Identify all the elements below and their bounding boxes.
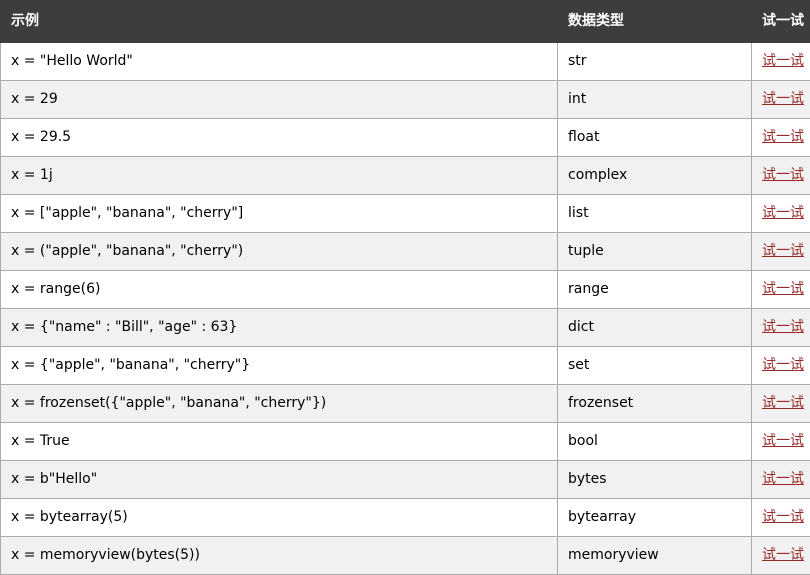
datatype-cell: list xyxy=(558,195,752,233)
tryit-link[interactable]: 试一试 xyxy=(762,471,804,487)
tryit-cell: 试一试 xyxy=(752,461,810,499)
table-header-row: 示例 数据类型 试一试 xyxy=(1,1,810,43)
tryit-link[interactable]: 试一试 xyxy=(762,509,804,525)
datatype-cell: dict xyxy=(558,309,752,347)
example-cell: x = memoryview(bytes(5)) xyxy=(1,537,558,575)
datatype-cell: frozenset xyxy=(558,385,752,423)
tryit-link[interactable]: 试一试 xyxy=(762,319,804,335)
example-cell: x = bytearray(5) xyxy=(1,499,558,537)
example-cell: x = range(6) xyxy=(1,271,558,309)
example-cell: x = "Hello World" xyxy=(1,43,558,81)
table-head: 示例 数据类型 试一试 xyxy=(1,1,810,43)
tryit-cell: 试一试 xyxy=(752,271,810,309)
table-row: x = ("apple", "banana", "cherry")tuple 试一… xyxy=(1,233,810,271)
datatype-cell: range xyxy=(558,271,752,309)
table-row: x = range(6)range 试一试 xyxy=(1,271,810,309)
example-cell: x = 29 xyxy=(1,81,558,119)
header-example: 示例 xyxy=(1,1,558,43)
tryit-link[interactable]: 试一试 xyxy=(762,547,804,563)
tryit-cell: 试一试 xyxy=(752,119,810,157)
table-row: x = {"name" : "Bill", "age" : 63}dict 试一试 xyxy=(1,309,810,347)
table-row: x = bytearray(5)bytearray 试一试 xyxy=(1,499,810,537)
datatype-cell: bytes xyxy=(558,461,752,499)
tryit-cell: 试一试 xyxy=(752,233,810,271)
datatype-cell: bytearray xyxy=(558,499,752,537)
tryit-link[interactable]: 试一试 xyxy=(762,433,804,449)
example-cell: x = frozenset({"apple", "banana", "cherr… xyxy=(1,385,558,423)
tryit-cell: 试一试 xyxy=(752,43,810,81)
table-row: x = b"Hello"bytes 试一试 xyxy=(1,461,810,499)
example-cell: x = b"Hello" xyxy=(1,461,558,499)
datatype-cell: str xyxy=(558,43,752,81)
tryit-link[interactable]: 试一试 xyxy=(762,129,804,145)
header-datatype: 数据类型 xyxy=(558,1,752,43)
table-row: x = memoryview(bytes(5))memoryview 试一试 xyxy=(1,537,810,575)
tryit-link[interactable]: 试一试 xyxy=(762,243,804,259)
tryit-link[interactable]: 试一试 xyxy=(762,167,804,183)
tryit-cell: 试一试 xyxy=(752,385,810,423)
tryit-link[interactable]: 试一试 xyxy=(762,395,804,411)
example-cell: x = 29.5 xyxy=(1,119,558,157)
tryit-cell: 试一试 xyxy=(752,309,810,347)
tryit-cell: 试一试 xyxy=(752,157,810,195)
tryit-link[interactable]: 试一试 xyxy=(762,53,804,69)
example-cell: x = ["apple", "banana", "cherry"] xyxy=(1,195,558,233)
table-row: x = "Hello World"str 试一试 xyxy=(1,43,810,81)
example-cell: x = 1j xyxy=(1,157,558,195)
header-tryit: 试一试 xyxy=(752,1,810,43)
datatype-cell: memoryview xyxy=(558,537,752,575)
table-row: x = {"apple", "banana", "cherry"}set 试一试 xyxy=(1,347,810,385)
table-row: x = ["apple", "banana", "cherry"]list 试一试 xyxy=(1,195,810,233)
tryit-link[interactable]: 试一试 xyxy=(762,91,804,107)
datatype-cell: set xyxy=(558,347,752,385)
tryit-cell: 试一试 xyxy=(752,499,810,537)
datatype-cell: tuple xyxy=(558,233,752,271)
datatype-cell: complex xyxy=(558,157,752,195)
tryit-link[interactable]: 试一试 xyxy=(762,205,804,221)
tryit-link[interactable]: 试一试 xyxy=(762,281,804,297)
example-cell: x = True xyxy=(1,423,558,461)
example-cell: x = {"name" : "Bill", "age" : 63} xyxy=(1,309,558,347)
tryit-link[interactable]: 试一试 xyxy=(762,357,804,373)
datatype-cell: float xyxy=(558,119,752,157)
tryit-cell: 试一试 xyxy=(752,423,810,461)
table-row: x = frozenset({"apple", "banana", "cherr… xyxy=(1,385,810,423)
tryit-cell: 试一试 xyxy=(752,195,810,233)
datatype-cell: int xyxy=(558,81,752,119)
example-cell: x = {"apple", "banana", "cherry"} xyxy=(1,347,558,385)
example-cell: x = ("apple", "banana", "cherry") xyxy=(1,233,558,271)
datatype-cell: bool xyxy=(558,423,752,461)
tryit-cell: 试一试 xyxy=(752,537,810,575)
tryit-cell: 试一试 xyxy=(752,347,810,385)
tryit-cell: 试一试 xyxy=(752,81,810,119)
